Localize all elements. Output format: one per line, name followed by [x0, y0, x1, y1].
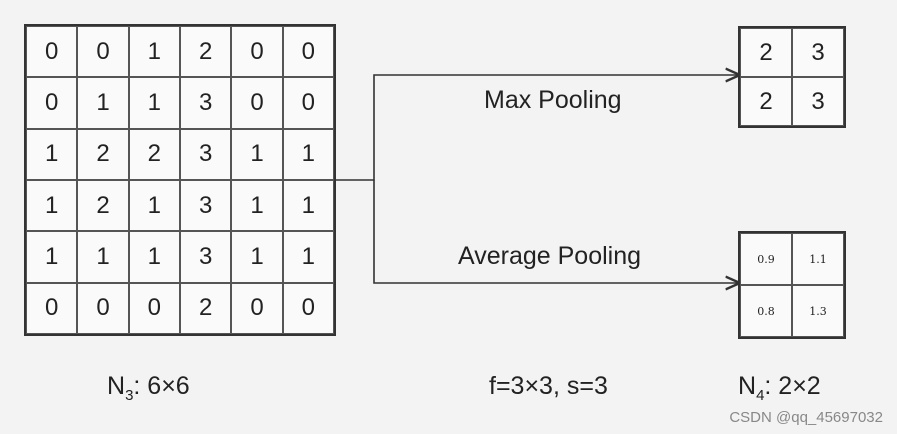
- input-cell: 1: [231, 231, 283, 283]
- input-cell: 3: [179, 179, 232, 232]
- input-cell: 3: [179, 231, 232, 283]
- avg-pool-cell: 0.9: [740, 233, 792, 285]
- input-cell: 0: [282, 26, 334, 78]
- input-cell: 2: [128, 128, 180, 180]
- input-cell: 1: [231, 179, 283, 232]
- avg-pool-cell: 0.8: [740, 285, 792, 337]
- max-pooling-label: Max Pooling: [484, 86, 622, 114]
- input-cell: 1: [282, 179, 334, 232]
- input-cell: 0: [128, 282, 180, 334]
- input-cell: 3: [179, 77, 232, 129]
- input-cell: 1: [26, 128, 78, 180]
- average-pooling-label: Average Pooling: [458, 242, 642, 270]
- input-cell: 1: [231, 128, 283, 180]
- watermark: CSDN @qq_45697032: [729, 409, 883, 426]
- input-cell: 2: [179, 282, 232, 334]
- input-cell: 1: [77, 77, 129, 129]
- connector-branch: [373, 180, 740, 283]
- max-pool-cell: 2: [740, 77, 792, 126]
- input-cell: 1: [77, 231, 129, 283]
- avg-pool-cell: 1.1: [792, 233, 844, 285]
- input-cell: 0: [231, 26, 283, 78]
- input-cell: 2: [179, 26, 232, 78]
- input-cell: 2: [77, 179, 129, 232]
- input-cell: 1: [282, 128, 334, 180]
- input-cell: 0: [231, 282, 283, 334]
- max-pool-cell: 3: [792, 77, 844, 126]
- input-cell: 0: [26, 282, 78, 334]
- max-pool-cell: 3: [792, 28, 844, 77]
- input-cell: 1: [26, 179, 78, 232]
- input-cell: 0: [231, 77, 283, 129]
- input-cell: 1: [128, 77, 180, 129]
- input-cell: 0: [77, 26, 129, 78]
- input-cell: 1: [26, 231, 78, 283]
- pooling-params-caption: f=3×3, s=3: [489, 372, 608, 400]
- input-cell: 0: [282, 282, 334, 334]
- input-cell: 0: [26, 26, 78, 78]
- input-cell: 2: [77, 128, 129, 180]
- input-cell: 1: [128, 26, 180, 78]
- avg-pool-cell: 1.3: [792, 285, 844, 337]
- input-cell: 0: [282, 77, 334, 129]
- input-size-caption: N3: 6×6: [107, 372, 190, 404]
- max-pool-cell: 2: [740, 28, 792, 77]
- input-cell: 0: [77, 282, 129, 334]
- input-cell: 1: [128, 231, 180, 283]
- input-cell: 0: [26, 77, 78, 129]
- output-size-caption: N4: 2×2: [738, 372, 821, 404]
- input-cell: 1: [128, 179, 180, 232]
- input-cell: 3: [179, 128, 232, 180]
- connector-trunk: [336, 75, 740, 181]
- input-cell: 1: [282, 231, 334, 283]
